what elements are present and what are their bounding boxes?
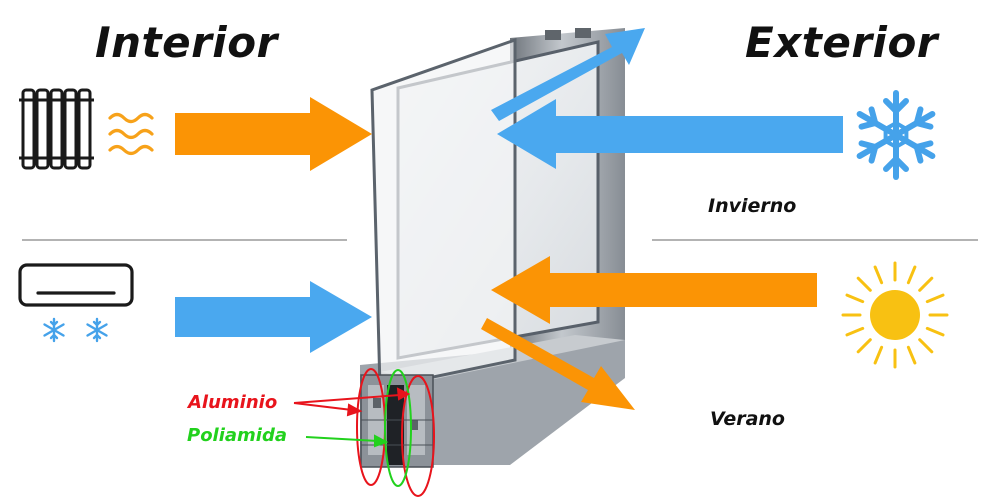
air-conditioner-icon [18, 263, 134, 307]
polyamide-callout-oval [384, 369, 412, 487]
reflected-arrow-winter [491, 28, 645, 121]
snowflake-icon [856, 90, 936, 180]
snowflake-icon [43, 317, 108, 343]
heat-arrow-interior [175, 97, 372, 171]
profile-cross-section [360, 374, 434, 468]
cold-arrow-interior [175, 281, 372, 353]
exterior-title: Exterior [745, 18, 939, 67]
heat-arrow-exterior [491, 256, 817, 324]
summer-label: Verano [710, 408, 785, 430]
heat-waves-icon [108, 112, 154, 156]
aluminum-leader-lines [293, 387, 411, 417]
interior-title: Interior [95, 18, 278, 67]
cold-arrow-exterior [497, 99, 843, 169]
reflected-arrow-summer [481, 318, 635, 410]
winter-label: Invierno [708, 195, 797, 217]
glass-pane-outer [370, 37, 517, 390]
aluminum-label: Aluminio [188, 392, 278, 413]
polyamide-label: Poliamida [187, 425, 288, 446]
polyamide-leader-line [305, 434, 389, 448]
sun-icon [841, 261, 949, 369]
radiator-icon [19, 88, 94, 170]
